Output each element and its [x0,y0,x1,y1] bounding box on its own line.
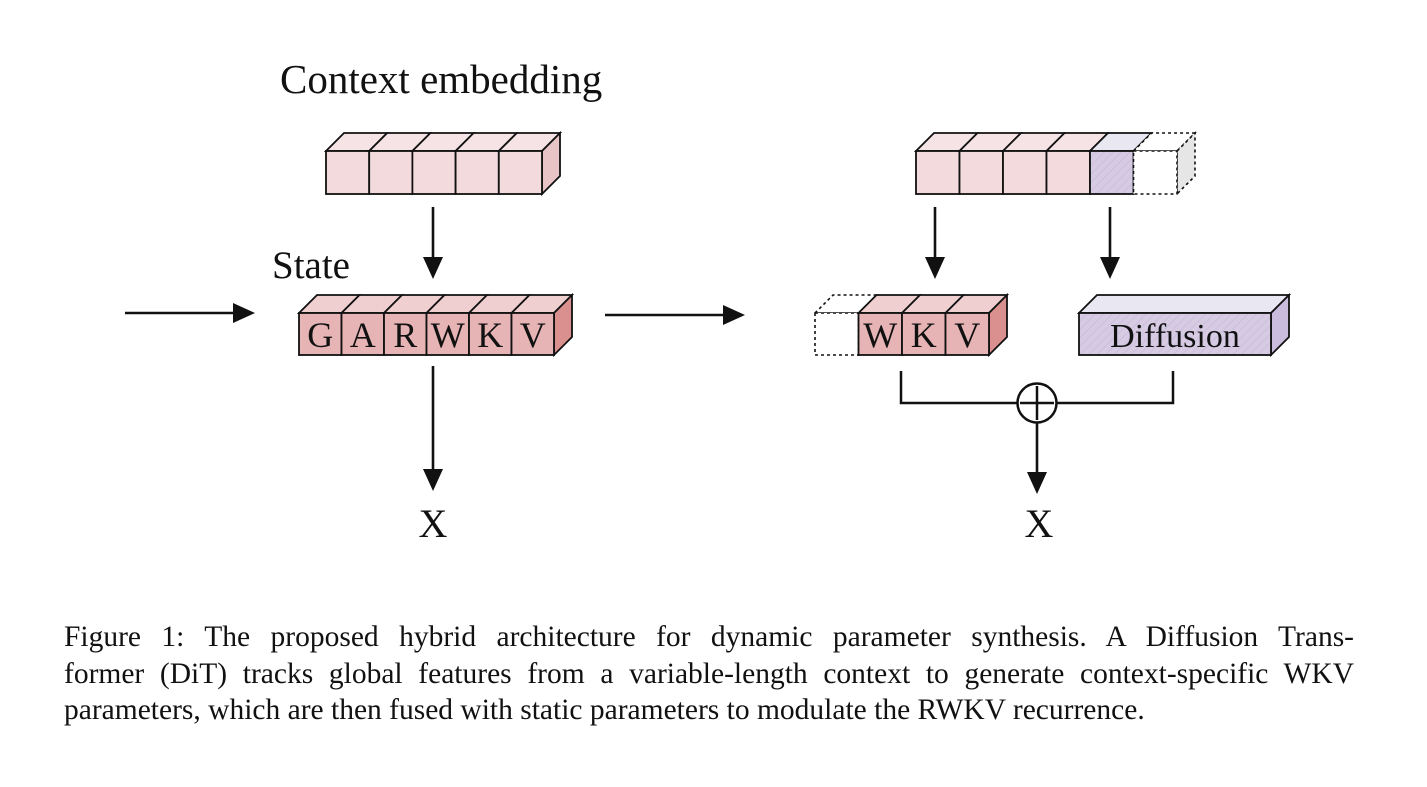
wkv-cell-w: W [856,294,923,356]
context-cell [496,130,563,197]
wkv-cell-v: V [943,292,1010,358]
cell-label: G [307,315,333,355]
cell-label: R [393,315,417,355]
figure-caption: Figure 1: The proposed hybrid architectu… [64,619,1354,729]
diffusion-block: Diffusion [1076,292,1292,358]
state-label: State [272,244,350,287]
wkv-cell-k: K [899,294,966,356]
caption-line-1: Figure 1: The proposed hybrid architectu… [64,621,1354,653]
cell-label: K [477,315,503,355]
caption-line-2: former (DiT) tracks global features from… [64,657,1354,690]
arrow-into-state [125,303,255,323]
right-context-embedding-block [913,131,1197,196]
context-cell [957,132,1024,195]
cell-label: K [911,315,937,355]
context-cell [1044,132,1111,195]
context-embedding-label: Context embedding [280,56,602,102]
state-cell-v: V [509,292,575,358]
context-cell [323,132,390,195]
diffusion-box: Diffusion [1076,292,1292,358]
arrows [125,207,1120,494]
output-x-right: X [1025,501,1054,546]
context-cell [453,132,519,195]
arrow-state-to-right [605,305,745,325]
context-cell-empty [1131,131,1197,196]
context-cell [367,132,433,195]
context-cell [913,132,980,195]
state-cell-g: G [296,294,362,356]
arrow-context-to-wkv [925,207,945,279]
arrow-fusion-to-x [1027,423,1047,494]
context-cell [1000,132,1067,195]
caption-line-3: parameters, which are then fused with st… [64,694,1145,726]
cell-label: Diffusion [1110,318,1240,355]
plus-circle-icon [1016,382,1058,424]
cell-label: V [954,315,980,355]
state-cell-r: R [381,294,447,356]
output-x-left: X [419,501,448,546]
arrow-context-to-state [423,207,443,279]
cell-label: V [520,315,546,355]
arrow-context-to-diffusion [1100,207,1120,279]
cell-label: W [431,315,465,355]
cell-label: W [863,315,897,355]
left-context-embedding-block [323,130,563,197]
cell-label: A [350,315,376,355]
state-cell-a: A [339,294,405,356]
state-cell-k: K [466,294,532,356]
state-cell-w: W [424,294,490,356]
fusion-connector [899,371,1175,424]
arrow-state-to-x [423,366,443,491]
